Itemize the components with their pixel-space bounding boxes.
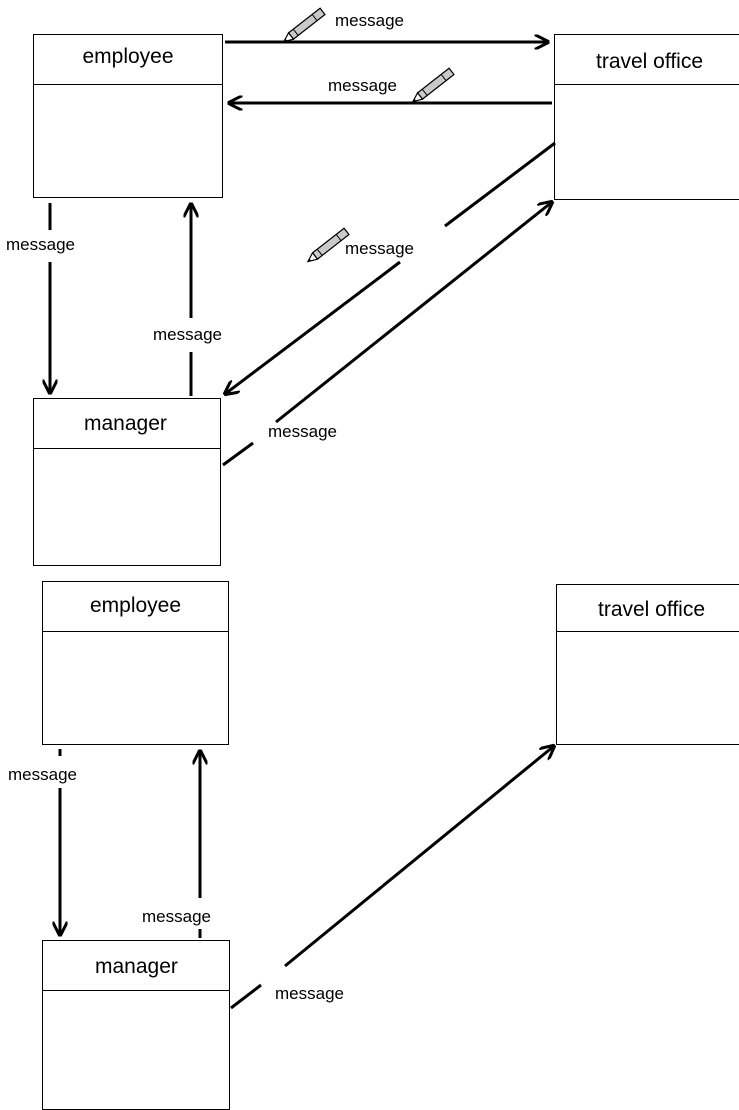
bottom-employee-title: employee [43, 582, 228, 632]
top-label-travel-to-employee: message [328, 76, 397, 95]
top-arrow-manager-to-travel [275, 202, 552, 424]
top-employee-box: employee [33, 34, 223, 198]
bottom-travel-office-title: travel office [557, 585, 739, 632]
top-label-employee-to-manager: message [6, 235, 75, 254]
bottom-employee-box: employee [42, 581, 229, 745]
top-label-manager-to-employee: message [153, 325, 222, 344]
top-label-employee-to-travel: message [335, 11, 404, 30]
bottom-arrow-manager-to-travel [284, 746, 554, 968]
top-employee-title: employee [34, 35, 222, 85]
bottom-travel-office-box: travel office [556, 584, 739, 745]
top-manager-box: manager [33, 398, 221, 566]
bottom-label-employee-to-manager: message [8, 765, 77, 784]
pencil-icon [282, 7, 326, 43]
bottom-label-manager-to-travel: message [275, 984, 344, 1003]
top-travel-office-box: travel office [554, 34, 739, 200]
bottom-arrow-manager-to-travel-lower [230, 983, 262, 1010]
top-arrow-travel-to-manager-upper [444, 141, 556, 228]
bottom-manager-title: manager [43, 941, 229, 991]
top-travel-office-title: travel office [555, 35, 739, 85]
top-arrow-travel-to-manager [225, 260, 401, 394]
top-arrow-manager-to-travel-lower [222, 441, 254, 467]
top-label-travel-to-manager: message [345, 239, 414, 258]
pencil-icon [306, 227, 350, 263]
top-manager-title: manager [34, 399, 220, 449]
top-label-manager-to-travel: message [268, 422, 337, 441]
pencil-icon [411, 67, 455, 103]
bottom-manager-box: manager [42, 940, 230, 1110]
bottom-label-manager-to-employee: message [142, 907, 211, 926]
